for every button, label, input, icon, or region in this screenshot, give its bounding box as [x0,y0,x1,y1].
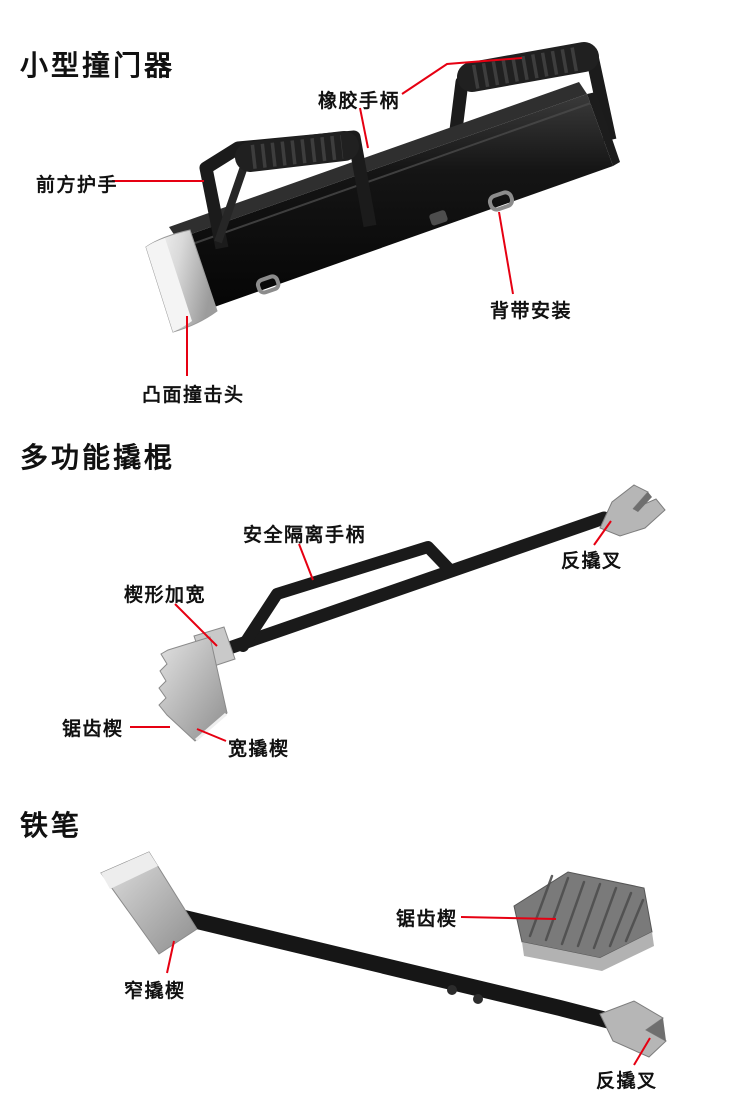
crowbar-shaft [205,511,611,661]
leader-lines [112,57,651,1066]
ram-body-end-cap [587,92,620,166]
sling-mount-loop [487,190,515,212]
label-serrated-wedge-pen: 锯齿楔 [396,909,458,930]
leader-line [359,107,369,149]
leader-line [166,940,175,974]
strap-buckle [429,210,448,226]
crowbar-illustration [158,484,666,742]
isolation-handle-bar [237,541,455,652]
serrated-block-base [522,932,654,971]
label-rubber-handle: 橡胶手柄 [318,91,401,112]
leader-line [460,916,557,920]
strap-clip-front [255,274,281,295]
label-reverse-pry-fork: 反撬叉 [561,551,623,572]
leader-line [174,603,218,647]
leader-line [498,211,514,295]
label-narrow-pry-wedge: 窄撬楔 [124,981,186,1002]
section-title-door-ram: 小型撞门器 [20,50,176,81]
leader-line [593,520,612,546]
leader-line [633,1037,651,1066]
crowbar-fork [599,484,666,537]
ram-body-edge-highlight [180,102,592,249]
label-reverse-pry-fork-pen: 反撬叉 [596,1071,658,1092]
narrow-wedge-highlight [101,852,158,889]
pen-fork-notch [646,1018,666,1041]
serrated-block-ridges [528,874,645,950]
label-front-hand-guard: 前方护手 [36,175,119,196]
label-wedge-widening: 楔形加宽 [124,585,207,606]
leader-line [196,728,227,742]
door-ram-illustration [145,42,620,333]
pry-pen-illustration [100,851,667,1058]
crowbar-fork-notch [633,492,652,512]
pen-bar [164,907,622,1030]
label-wide-pry-wedge: 宽撬楔 [228,739,290,760]
leader-line [298,543,314,581]
leader-line [401,57,523,95]
pen-bar-nub [473,994,483,1004]
pen-bar-nub [447,985,457,995]
label-convex-striking-head: 凸面撞击头 [142,385,245,406]
label-serrated-wedge: 锯齿楔 [62,719,124,740]
section-title-iron-pen: 铁笔 [20,810,83,841]
crowbar-wedge [158,636,228,742]
front-rubber-grip [235,131,359,172]
wedge-tip-highlight [195,712,227,742]
rear-grip-ribs [471,46,585,89]
label-safety-isolation-handle: 安全隔离手柄 [243,525,367,546]
striking-head-highlight [146,238,192,332]
label-sling-mount: 背带安装 [490,301,573,322]
ram-body-top-face [169,82,587,239]
ram-body [177,94,613,311]
section-title-crowbar: 多功能撬棍 [20,442,176,473]
